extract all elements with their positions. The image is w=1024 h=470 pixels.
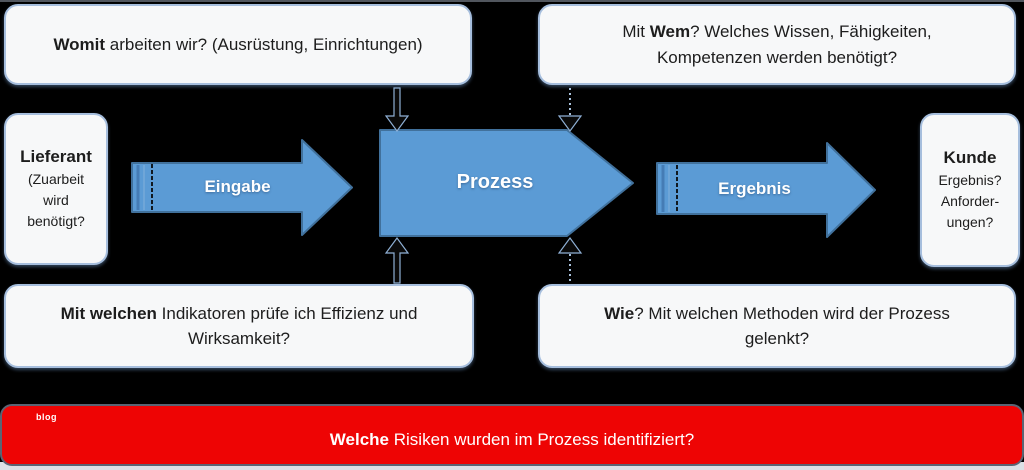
customer-title: Kunde bbox=[943, 148, 997, 168]
process-arrow-label: Prozess bbox=[456, 171, 534, 193]
output-arrow-icon bbox=[656, 142, 876, 238]
watermark-text: blog bbox=[36, 412, 57, 422]
output-arrow-label: Ergebnis bbox=[718, 179, 791, 198]
question-text: Womit arbeiten wir? (Ausrüstung, Einrich… bbox=[53, 34, 423, 54]
connector-down-right-arrow-icon bbox=[557, 88, 583, 133]
supplier-title: Lieferant bbox=[20, 147, 92, 167]
supplier-box: Lieferant (Zuarbeit wird benötigt? bbox=[4, 113, 108, 265]
bottom-edge-strip bbox=[0, 462, 1024, 470]
customer-box: Kunde Ergebnis? Anforder- ungen? bbox=[920, 113, 1020, 267]
top-divider-line bbox=[0, 0, 1024, 2]
risk-banner-text: Welche Risiken wurden im Prozess identif… bbox=[329, 430, 695, 449]
question-box-wie: Wie? Mit welchen Methoden wird der Proze… bbox=[538, 284, 1016, 368]
connector-up-left-arrow-icon bbox=[384, 236, 410, 284]
question-box-indikatoren: Mit welchen Indikatoren prüfe ich Effizi… bbox=[4, 284, 474, 368]
connector-up-right-arrow-icon bbox=[557, 236, 583, 283]
input-arrow-label: Eingabe bbox=[204, 177, 271, 196]
question-box-mit-wem: Mit Wem? Welches Wissen, Fähigkeiten, Ko… bbox=[538, 4, 1016, 85]
risk-banner: Welche Risiken wurden im Prozess identif… bbox=[0, 404, 1024, 466]
supplier-body: (Zuarbeit wird benötigt? bbox=[27, 170, 85, 229]
input-arrow-icon bbox=[131, 139, 353, 236]
question-text: Mit Wem? Welches Wissen, Fähigkeiten, Ko… bbox=[622, 22, 932, 67]
process-arrow-icon bbox=[379, 129, 634, 237]
question-text: Mit welchen Indikatoren prüfe ich Effizi… bbox=[60, 303, 418, 349]
question-text: Wie? Mit welchen Methoden wird der Proze… bbox=[604, 303, 950, 349]
question-box-womit: Womit arbeiten wir? (Ausrüstung, Einrich… bbox=[4, 4, 472, 85]
connector-down-left-arrow-icon bbox=[384, 87, 410, 133]
customer-body: Ergebnis? Anforder- ungen? bbox=[938, 171, 1002, 230]
